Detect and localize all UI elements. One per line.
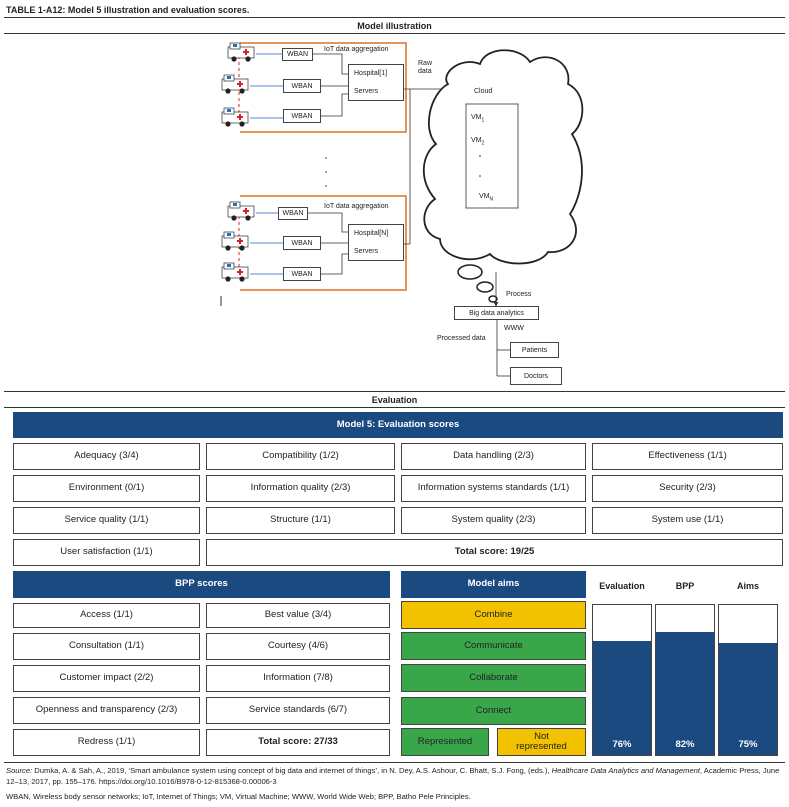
evaluation-rule xyxy=(4,407,785,408)
chart-bar-track: 82% xyxy=(655,604,715,756)
source-prefix: Source: xyxy=(6,766,35,775)
aim-connect: Connect xyxy=(401,697,586,725)
vmn-label: VMN xyxy=(479,193,494,203)
www-label: WWW xyxy=(504,325,524,332)
aim-combine: Combine xyxy=(401,601,586,629)
wban-box-1: WBAN xyxy=(282,48,313,61)
legend-not-represented: Not represented xyxy=(497,728,586,756)
patients-box: Patients xyxy=(510,342,559,358)
hospital-n-box: Hospital[N] Servers xyxy=(348,224,404,261)
bpp-cell: Service standards (6/7) xyxy=(206,697,390,724)
servers-n-label: Servers xyxy=(354,247,379,255)
chart-bar-track: 75% xyxy=(718,604,778,756)
vm2-label: VM2 xyxy=(471,137,485,147)
chart-data-label: 82% xyxy=(675,739,695,750)
source-note: Source: Dumka, A. & Sah, A., 2019, ‘Smar… xyxy=(6,766,784,787)
eval-cell: Effectiveness (1/1) xyxy=(592,443,783,470)
eval-scores-header: Model 5: Evaluation scores xyxy=(13,412,783,438)
eval-cell: User satisfaction (1/1) xyxy=(13,539,200,566)
vm1-label: VM1 xyxy=(471,114,485,124)
eval-cell: Environment (0/1) xyxy=(13,475,200,502)
source-text-1: Dumka, A. & Sah, A., 2019, ‘Smart ambula… xyxy=(34,766,552,775)
bpp-cell: Consultation (1/1) xyxy=(13,633,200,660)
wban-box-3: WBAN xyxy=(283,109,321,123)
big-data-box: Big data analytics xyxy=(454,306,539,320)
evaluation-title: Evaluation xyxy=(371,395,418,405)
source-text-2: , Academic Press, June 12–13, 2017, pp. … xyxy=(6,766,780,786)
eval-cell: Information systems standards (1/1) xyxy=(401,475,586,502)
eval-cell: Structure (1/1) xyxy=(206,507,395,534)
chart-bar xyxy=(719,642,777,755)
model-diagram: WBAN WBAN WBAN IoT data aggregation Hosp… xyxy=(0,34,789,389)
hospital-1-label: Hospital[1] xyxy=(354,70,388,78)
chart-bar xyxy=(593,641,651,755)
evaluation-rule-top xyxy=(4,391,785,392)
eval-cell: Security (2/3) xyxy=(592,475,783,502)
chart-bar-track: 76% xyxy=(592,604,652,756)
source-rule xyxy=(4,762,785,763)
bpp-cell: Customer impact (2/2) xyxy=(13,665,200,692)
eval-cell: System quality (2/3) xyxy=(401,507,586,534)
illustration-rule xyxy=(4,33,785,34)
legend-represented: Represented xyxy=(401,728,489,756)
raw-data-label: Raw data xyxy=(418,60,433,75)
iot-label-2: IoT data aggregation xyxy=(324,203,389,210)
bpp-cell: Openness and transparency (2/3) xyxy=(13,697,200,724)
eval-cell: Adequacy (3/4) xyxy=(13,443,200,470)
process-label: Process xyxy=(506,291,532,298)
eval-cell: System use (1/1) xyxy=(592,507,783,534)
title-rule xyxy=(4,17,785,18)
source-book-title: Healthcare Data Analytics and Management xyxy=(551,766,700,775)
aims-header: Model aims xyxy=(401,571,586,598)
bpp-cell: Information (7/8) xyxy=(206,665,390,692)
hospital-n-label: Hospital[N] xyxy=(354,230,389,238)
bpp-cell: Redress (1/1) xyxy=(13,729,200,756)
eval-cell: Information quality (2/3) xyxy=(206,475,395,502)
wban-box-2: WBAN xyxy=(283,79,321,93)
chart-category-label: BPP xyxy=(675,581,695,591)
wban-box-6: WBAN xyxy=(283,267,321,281)
eval-total: Total score: 19/25 xyxy=(206,539,783,566)
hospital-1-box: Hospital[1] Servers xyxy=(348,64,404,101)
processed-data-label: Processed data xyxy=(437,335,486,342)
table-title: TABLE 1-A12: Model 5 illustration and ev… xyxy=(6,5,250,15)
bpp-total: Total score: 27/33 xyxy=(206,729,390,756)
bpp-cell: Courtesy (4/6) xyxy=(206,633,390,660)
servers-1-label: Servers xyxy=(354,87,379,95)
illustration-title: Model illustration xyxy=(357,21,432,31)
aim-communicate: Communicate xyxy=(401,632,586,660)
chart-category-label: Aims xyxy=(736,581,759,591)
bpp-cell: Access (1/1) xyxy=(13,603,200,628)
abbreviations-note: WBAN, Wireless body sensor networks; IoT… xyxy=(6,792,471,801)
diagram-svg xyxy=(220,42,584,377)
chart-data-label: 75% xyxy=(738,739,758,750)
bpp-header: BPP scores xyxy=(13,571,390,598)
cloud-label: Cloud xyxy=(474,88,493,95)
bpp-cell: Best value (3/4) xyxy=(206,603,390,628)
chart-data-label: 76% xyxy=(612,739,632,750)
eval-cell: Compatibility (1/2) xyxy=(206,443,395,470)
iot-label-1: IoT data aggregation xyxy=(324,46,389,53)
chart-bar xyxy=(656,632,714,755)
wban-box-4: WBAN xyxy=(278,207,308,220)
eval-cell: Service quality (1/1) xyxy=(13,507,200,534)
doctors-box: Doctors xyxy=(510,367,562,385)
eval-cell: Data handling (2/3) xyxy=(401,443,586,470)
wban-box-5: WBAN xyxy=(283,236,321,250)
chart-category-label: Evaluation xyxy=(599,581,645,591)
aim-collaborate: Collaborate xyxy=(401,664,586,692)
